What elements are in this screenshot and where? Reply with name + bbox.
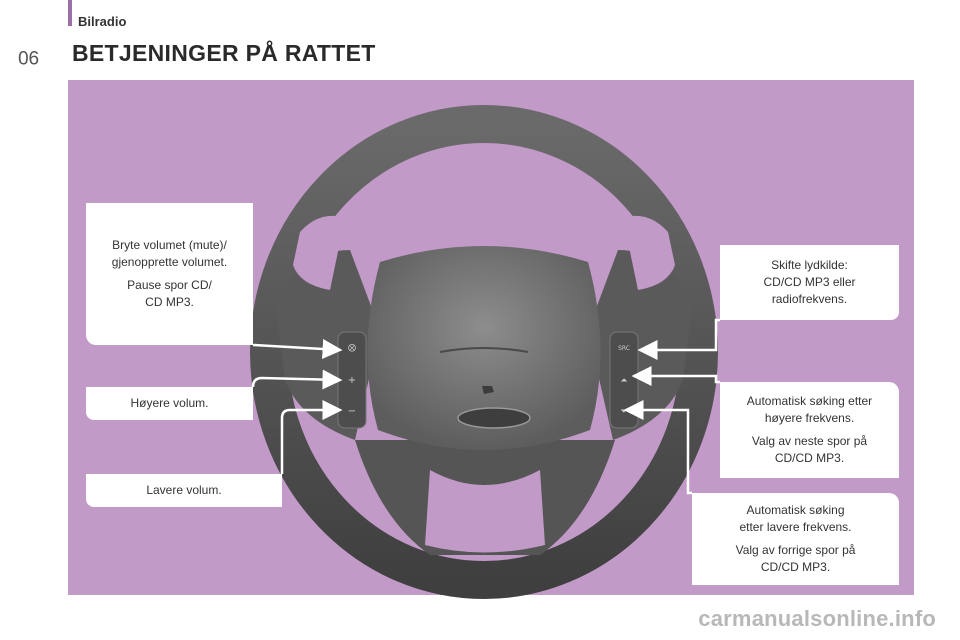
callout-seek-down-line-2: Valg av forrige spor på CD/CD MP3.: [735, 543, 856, 574]
callout-seek-down: Automatisk søking etter lavere frekvens.…: [692, 493, 899, 585]
horn-icon: [482, 386, 494, 394]
callout-seek-up-line-1: Automatisk søking etter høyere frekvens.: [746, 394, 873, 425]
callout-volume-up-text: Høyere volum.: [130, 396, 209, 410]
wheel-rim: [250, 105, 718, 599]
callout-volume-down-text: Lavere volum.: [146, 483, 222, 497]
callout-volume-down: Lavere volum.: [86, 474, 282, 507]
volume-up-icon: +: [348, 375, 356, 386]
callout-volume-up: Høyere volum.: [86, 387, 253, 420]
callout-mute-line-1: Bryte volumet (mute)/ gjenopprette volum…: [111, 238, 228, 269]
seek-down-icon: ⏷: [619, 407, 627, 417]
callout-seek-up-line-2: Valg av neste spor på CD/CD MP3.: [751, 434, 868, 465]
watermark: carmanualsonline.info: [698, 606, 936, 631]
section-tab-marker: [68, 0, 72, 26]
section-label: Bilradio: [78, 14, 127, 29]
callout-seek-down-line-1: Automatisk søking etter lavere frekvens.: [739, 503, 852, 534]
brand-badge: [457, 407, 531, 429]
page-title: BETJENINGER PÅ RATTET: [72, 40, 376, 66]
callout-mute: Bryte volumet (mute)/ gjenopprette volum…: [86, 203, 253, 345]
callout-mute-line-2: Pause spor CD/ CD MP3.: [127, 278, 212, 309]
mute-button-icon: ⨂: [348, 343, 356, 352]
callout-seek-up: Automatisk søking etter høyere frekvens.…: [720, 382, 899, 478]
callout-source: Skifte lydkilde: CD/CD MP3 eller radiofr…: [720, 245, 899, 320]
seek-up-icon: ⏶: [620, 376, 628, 386]
source-button-icon: SRC: [618, 345, 630, 352]
volume-down-icon: −: [348, 406, 356, 417]
callout-source-text: Skifte lydkilde: CD/CD MP3 eller radiofr…: [763, 258, 856, 306]
